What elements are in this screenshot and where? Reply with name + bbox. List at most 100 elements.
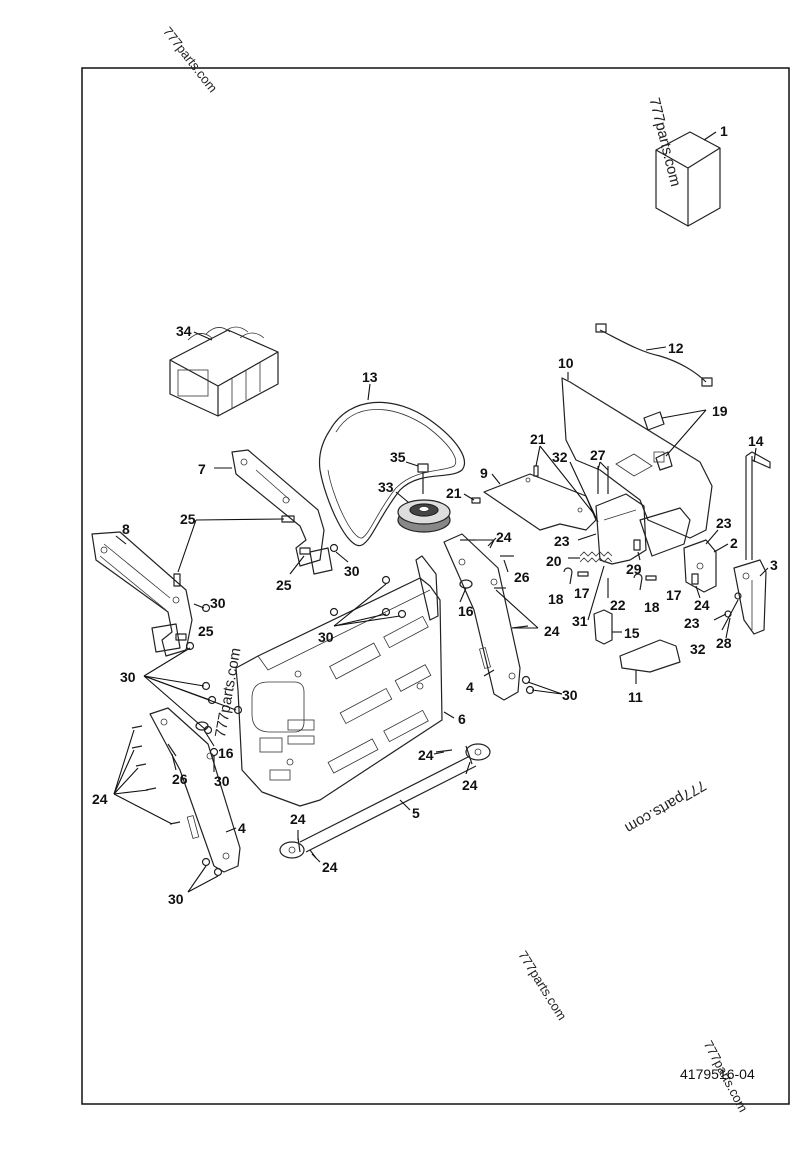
leader-5: [399, 799, 411, 811]
part-35-bolt: [417, 463, 429, 494]
callout-10: 10: [558, 355, 574, 371]
callout-20: 20: [546, 553, 562, 569]
leader-34: [193, 331, 213, 341]
callout-21b: 21: [530, 431, 546, 447]
leader-24i: [495, 589, 539, 629]
leader-4b: [225, 827, 237, 833]
callout-17a: 17: [574, 585, 590, 601]
part-12-harness: [595, 323, 713, 387]
leader-30j: [143, 675, 207, 731]
leader-29: [637, 551, 641, 561]
part-22-bracket: [595, 493, 691, 565]
callout-25b: 25: [276, 577, 292, 593]
part-19-clips: [643, 411, 673, 471]
part-3-hinge: [733, 559, 767, 635]
callout-12: 12: [668, 340, 684, 356]
callout-8: 8: [122, 521, 130, 537]
callout-33: 33: [378, 479, 394, 495]
leader-23a: [577, 533, 597, 541]
leader-23b: [705, 529, 719, 545]
callout-23a: 23: [554, 533, 570, 549]
callout-11: 11: [628, 689, 643, 705]
leader-3: [759, 567, 769, 577]
callout-24c: 24: [92, 791, 108, 807]
leader-30l: [531, 689, 563, 695]
part-20-spring: [579, 551, 613, 563]
part-24-bolts: [131, 537, 529, 859]
callout-26b: 26: [172, 771, 188, 787]
callout-35: 35: [390, 449, 406, 465]
leader-33: [395, 491, 409, 503]
part-14-rod: [745, 451, 771, 560]
part-34-block: [169, 326, 279, 417]
callout-17b: 17: [666, 587, 682, 603]
callout-7: 7: [198, 461, 206, 477]
callout-9: 9: [480, 465, 488, 481]
leader-14: [753, 447, 757, 463]
leader-21c: [539, 445, 595, 515]
leader-32b: [725, 617, 731, 639]
leader-24b: [113, 749, 135, 795]
leader-30f: [143, 647, 191, 677]
leader-30g: [143, 675, 205, 687]
part-1-box: [655, 131, 721, 227]
callout-1: 1: [720, 123, 728, 139]
leader-30a: [335, 551, 349, 563]
callout-21a: 21: [446, 485, 462, 501]
callout-15: 15: [624, 625, 640, 641]
leader-30i: [143, 675, 237, 711]
callout-28: 28: [716, 635, 732, 651]
part-7-bracket: [231, 449, 333, 575]
callout-25c: 25: [198, 623, 214, 639]
callout-6: 6: [458, 711, 466, 727]
leader-31: [587, 565, 605, 621]
callout-24b: 24: [544, 623, 560, 639]
part-4-left-plate: [149, 707, 241, 873]
leader-1: [703, 131, 717, 141]
leader-27a: [597, 461, 601, 471]
callout-4a: 4: [466, 679, 474, 695]
part-11-guard: [619, 639, 681, 673]
callout-32a: 32: [552, 449, 568, 465]
leader-19a: [661, 409, 707, 419]
callout-4b: 4: [238, 820, 246, 836]
leader-24d: [113, 789, 149, 795]
leader-26a: [503, 559, 509, 573]
part-9-panel: [483, 473, 597, 531]
callout-24g: 24: [322, 859, 338, 875]
part-15-bracket: [593, 609, 613, 645]
callout-14: 14: [748, 433, 764, 449]
leader-30k: [527, 681, 563, 695]
callout-30f: 30: [562, 687, 578, 703]
callout-25a: 25: [180, 511, 196, 527]
leader-30d: [333, 615, 401, 627]
leader-12: [645, 346, 667, 351]
leader-30c: [333, 613, 387, 627]
part-27-screws: [597, 466, 609, 494]
leader-24g: [489, 539, 495, 549]
part-13-belt: [318, 401, 466, 547]
callout-labels: 1 2 3 4 4 5 6 7 8 9 10 11 12 13 14 15 16…: [92, 123, 778, 907]
part-8-bracket: [91, 531, 193, 657]
leader-24a: [113, 729, 135, 795]
leader-24e: [113, 793, 173, 825]
callout-30e: 30: [214, 773, 230, 789]
callout-24h: 24: [694, 597, 710, 613]
callout-30c: 30: [210, 595, 226, 611]
callout-24e: 24: [462, 777, 478, 793]
leader-2: [713, 543, 729, 553]
leader-32a: [569, 461, 599, 523]
callout-27: 27: [590, 447, 606, 463]
leader-24k: [433, 751, 445, 755]
drawing-frame: [81, 67, 790, 1105]
callout-24d: 24: [418, 747, 434, 763]
callout-29: 29: [626, 561, 642, 577]
callout-32b: 32: [690, 641, 706, 657]
leader-21a: [463, 493, 475, 501]
callout-24f: 24: [290, 811, 306, 827]
leader-25c: [289, 555, 305, 575]
callout-24a: 24: [496, 529, 512, 545]
leader-30b: [333, 583, 387, 627]
callout-30b: 30: [318, 629, 334, 645]
leader-35: [405, 461, 419, 467]
